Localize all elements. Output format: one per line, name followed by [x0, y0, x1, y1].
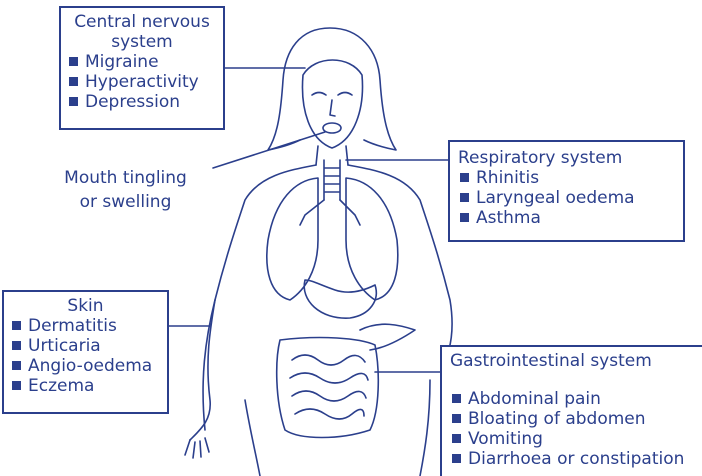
list-item: Dermatitis — [12, 316, 161, 336]
mouth-label-line-1: Mouth tingling — [38, 166, 213, 190]
list-item: Angio-oedema — [12, 356, 161, 376]
mouth-tingling-label: Mouth tingling or swelling — [38, 166, 213, 214]
face-outline — [302, 60, 362, 148]
hair-outline — [268, 28, 396, 150]
mouth — [323, 123, 341, 133]
gastrointestinal-system-title: Gastrointestinal system — [450, 351, 694, 371]
small-intestine-coils — [290, 355, 368, 419]
list-item: Rhinitis — [460, 168, 675, 188]
stomach — [304, 280, 376, 318]
hips — [245, 380, 430, 476]
list-item: Migraine — [69, 52, 217, 72]
leader-mouth — [213, 132, 325, 168]
gastrointestinal-system-box: Gastrointestinal system Abdominal pain B… — [440, 345, 702, 476]
bronchi — [300, 200, 360, 225]
neck-outline — [316, 146, 348, 165]
left-hand — [185, 438, 209, 458]
list-item: Abdominal pain — [452, 389, 694, 409]
list-item: Bloating of abdomen — [452, 409, 694, 429]
mouth-label-line-2: or swelling — [38, 190, 213, 214]
list-item: Hyperactivity — [69, 72, 217, 92]
list-item: Urticaria — [12, 336, 161, 356]
skin-title: Skin — [10, 296, 161, 316]
respiratory-system-list: Rhinitis Laryngeal oedema Asthma — [458, 168, 675, 228]
respiratory-system-title: Respiratory system — [458, 148, 675, 168]
central-nervous-system-box: Central nervous system Migraine Hyperact… — [59, 6, 225, 130]
skin-list: Dermatitis Urticaria Angio-oedema Eczema — [10, 316, 161, 396]
central-nervous-system-title: Central nervous system — [67, 12, 217, 52]
torso-outline — [203, 165, 452, 430]
list-item: Diarrhoea or constipation — [452, 449, 694, 469]
eyes — [312, 93, 352, 96]
nose — [330, 100, 335, 116]
list-item: Vomiting — [452, 429, 694, 449]
hand-on-abdomen — [360, 324, 415, 350]
left-lung — [346, 178, 398, 300]
intestines — [277, 338, 379, 438]
respiratory-system-box: Respiratory system Rhinitis Laryngeal oe… — [448, 140, 685, 242]
gastrointestinal-system-list: Abdominal pain Bloating of abdomen Vomit… — [450, 389, 694, 469]
list-item: Asthma — [460, 208, 675, 228]
central-nervous-system-list: Migraine Hyperactivity Depression — [67, 52, 217, 112]
trachea — [324, 160, 340, 200]
right-arm — [190, 300, 215, 440]
skin-box: Skin Dermatitis Urticaria Angio-oedema E… — [2, 290, 169, 414]
list-item: Depression — [69, 92, 217, 112]
list-item: Laryngeal oedema — [460, 188, 675, 208]
list-item: Eczema — [12, 376, 161, 396]
